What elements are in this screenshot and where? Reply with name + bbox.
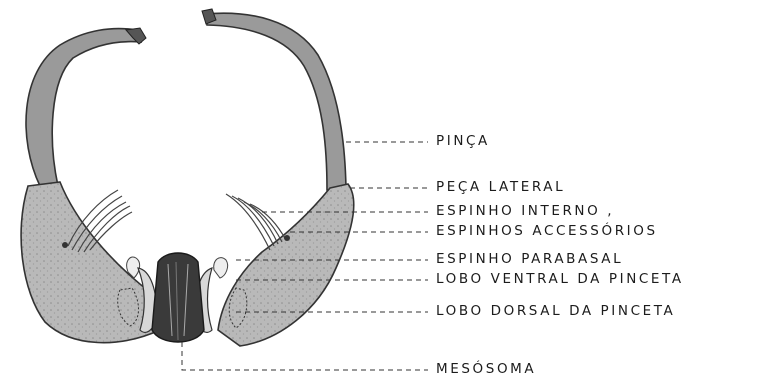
right-spine-base	[284, 235, 290, 241]
mesosoma	[152, 253, 204, 342]
label-peca-lateral: PEÇA LATERAL	[436, 181, 565, 195]
right-clasper-arm	[202, 9, 346, 190]
left-spine-base	[62, 242, 68, 248]
label-mesosoma: MESÓSOMA	[436, 363, 536, 377]
label-espinho-interno: ESPINHO INTERNO ,	[436, 205, 614, 219]
right-internal-spines	[226, 194, 286, 250]
label-pinca: PINÇA	[436, 135, 490, 149]
label-lobo-ventral: LOBO VENTRAL DA PINCETA	[436, 273, 684, 287]
label-espinhos-accessorios: ESPINHOS ACCESSÓRIOS	[436, 225, 658, 239]
label-lobo-dorsal: LOBO DORSAL DA PINCETA	[436, 305, 675, 319]
left-clasper-arm	[26, 28, 146, 186]
right-parabasal-spine	[214, 258, 228, 278]
label-espinho-parabasal: ESPINHO PARABASAL	[436, 253, 623, 267]
right-lateral-piece	[218, 184, 354, 346]
